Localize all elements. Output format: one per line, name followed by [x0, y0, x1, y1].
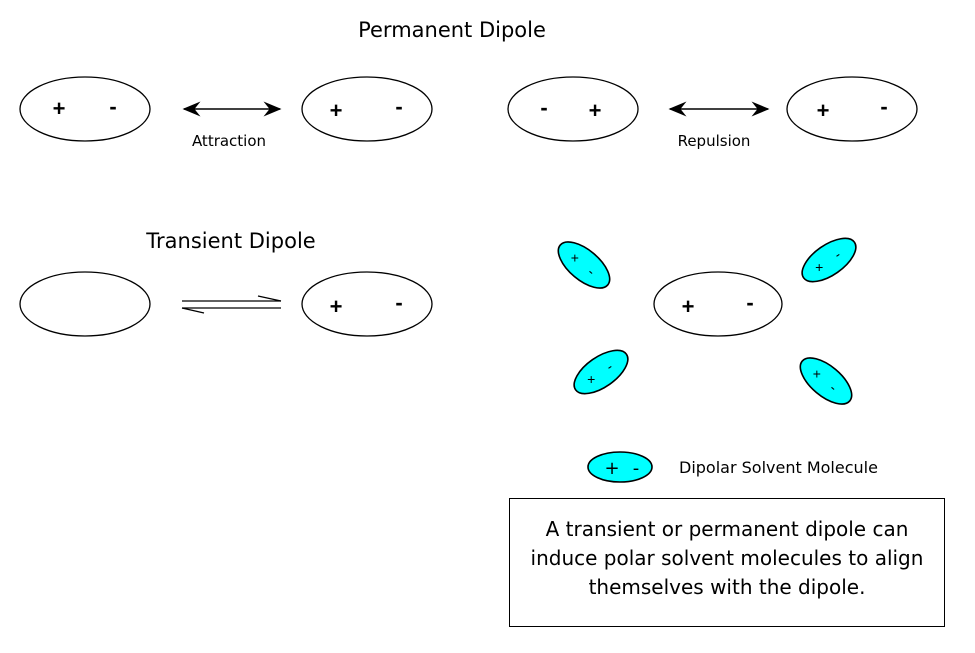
plus-sign: + [330, 98, 343, 123]
solvent-plus-sign: + [813, 365, 821, 381]
solvent-ellipse [573, 349, 629, 395]
molecule-ellipse [507, 76, 639, 142]
transient-nonpolar-molecule [19, 271, 151, 337]
repulsion-label: Repulsion [678, 132, 751, 150]
transient-dipole-title: Transient Dipole [145, 229, 315, 253]
plus-sign: + [53, 96, 66, 121]
transient-polar-molecule: + - [301, 271, 433, 337]
molecule-ellipse [653, 271, 783, 337]
minus-sign: - [395, 290, 402, 315]
molecule-ellipse [786, 76, 918, 142]
solvent-molecule-bottom-left: + - [573, 349, 629, 395]
equilibrium-arrows [181, 295, 282, 314]
solvent-ellipse [801, 237, 857, 283]
molecule-ellipse [301, 76, 433, 142]
solvent-molecule-top-left: + - [557, 241, 611, 289]
legend-plus-sign: + [604, 458, 619, 479]
solvent-plus-sign: + [571, 249, 579, 265]
plus-sign: + [330, 294, 343, 319]
attraction-right-molecule: + - [301, 76, 433, 142]
explanation-text: A transient or permanent dipole can indu… [530, 517, 924, 599]
permanent-dipole-title: Permanent Dipole [358, 18, 546, 42]
plus-sign: + [589, 98, 602, 123]
legend-solvent-ellipse [587, 451, 653, 483]
solvated-center-molecule: + - [653, 271, 783, 337]
solvent-plus-sign: + [815, 259, 823, 275]
repulsion-right-molecule: + - [786, 76, 918, 142]
molecule-ellipse [19, 76, 151, 142]
legend-minus-sign: - [633, 458, 640, 479]
solvent-plus-sign: + [587, 371, 595, 387]
solvent-ellipse [557, 241, 611, 289]
reverse-arrow-barb [181, 307, 205, 314]
minus-sign: - [540, 95, 547, 120]
minus-sign: - [880, 94, 887, 119]
solvent-molecule-bottom-right: + - [799, 357, 853, 405]
explanation-box: A transient or permanent dipole can indu… [509, 498, 945, 627]
minus-sign: - [395, 94, 402, 119]
attraction-label: Attraction [192, 132, 266, 150]
minus-sign: - [109, 94, 116, 119]
attraction-left-molecule: + - [19, 76, 151, 142]
solvent-molecule-top-right: + - [801, 237, 857, 283]
plus-sign: + [682, 294, 695, 319]
legend-label: Dipolar Solvent Molecule [679, 458, 878, 477]
forward-arrow-barb [257, 295, 282, 302]
solvent-ellipse [799, 357, 853, 405]
plus-sign: + [817, 98, 830, 123]
legend: + - Dipolar Solvent Molecule [587, 451, 878, 483]
minus-sign: - [746, 290, 753, 315]
molecule-ellipse [301, 271, 433, 337]
repulsion-left-molecule: - + [507, 76, 639, 142]
